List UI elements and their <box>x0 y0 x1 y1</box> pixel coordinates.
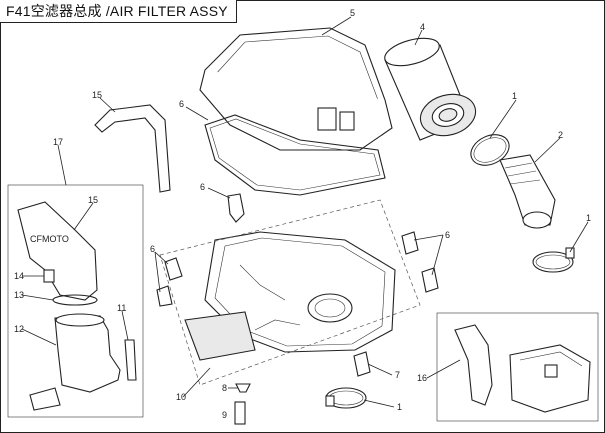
assembled-airbox-view <box>454 324 591 413</box>
filter-element <box>384 37 477 141</box>
clip-left-1 <box>164 257 183 281</box>
callout-16: 16 <box>417 373 427 383</box>
assembly-outline <box>159 199 421 386</box>
clip-right-1 <box>401 231 419 255</box>
callout-15: 15 <box>92 90 102 100</box>
hose-clamp-upper <box>470 134 510 166</box>
drain-plug <box>234 401 246 425</box>
clip-left-2 <box>156 285 173 307</box>
hose-clamp-right <box>532 247 575 273</box>
callout-12: 13 <box>14 290 24 300</box>
intake-duct: CFMOTO <box>17 201 98 301</box>
clamp-10 <box>124 339 137 381</box>
callout-13: 14 <box>14 271 24 281</box>
sub-assembly-box-16 <box>436 312 599 422</box>
callout-7: 8 <box>222 383 227 393</box>
callout-5: 6 <box>179 99 184 109</box>
callout-1-top: 1 <box>512 91 517 101</box>
air-box-base <box>184 231 396 361</box>
callout-6-upper: 6 <box>200 182 205 192</box>
callout-1-bottom: 1 <box>397 402 402 412</box>
callout-4: 5 <box>350 8 355 18</box>
callout-1-right: 1 <box>586 213 591 223</box>
page-title: F41空滤器总成 /AIR FILTER ASSY <box>0 0 237 23</box>
callout-6-left: 6 <box>150 244 155 254</box>
callout-14: 15 <box>88 195 98 205</box>
clip-bottom <box>353 351 371 377</box>
callout-2: 2 <box>558 130 563 140</box>
callout-11: 12 <box>14 324 24 334</box>
air-box-cover <box>199 27 393 151</box>
drain-clip <box>235 383 251 393</box>
leader-lines <box>21 16 589 408</box>
callout-3: 4 <box>420 22 425 32</box>
breather-tube <box>94 104 171 193</box>
direction-tag <box>29 387 61 411</box>
small-fastener-13 <box>43 269 55 283</box>
callout-10: 11 <box>117 303 126 313</box>
callout-17: 17 <box>53 137 63 147</box>
throttle-adapter <box>54 313 121 393</box>
sub-assembly-box-17 <box>7 184 144 418</box>
clip-upper <box>227 193 245 223</box>
brand-label: CFMOTO <box>30 234 69 244</box>
callout-9: 10 <box>176 392 186 402</box>
hose-clamp-bottom <box>325 387 367 409</box>
intake-hose <box>499 154 556 229</box>
callout-6-right: 6 <box>445 230 450 240</box>
callout-6-bottom: 7 <box>395 370 400 380</box>
gasket <box>204 114 386 196</box>
clip-right-2 <box>421 267 439 293</box>
callout-8: 9 <box>222 410 227 420</box>
